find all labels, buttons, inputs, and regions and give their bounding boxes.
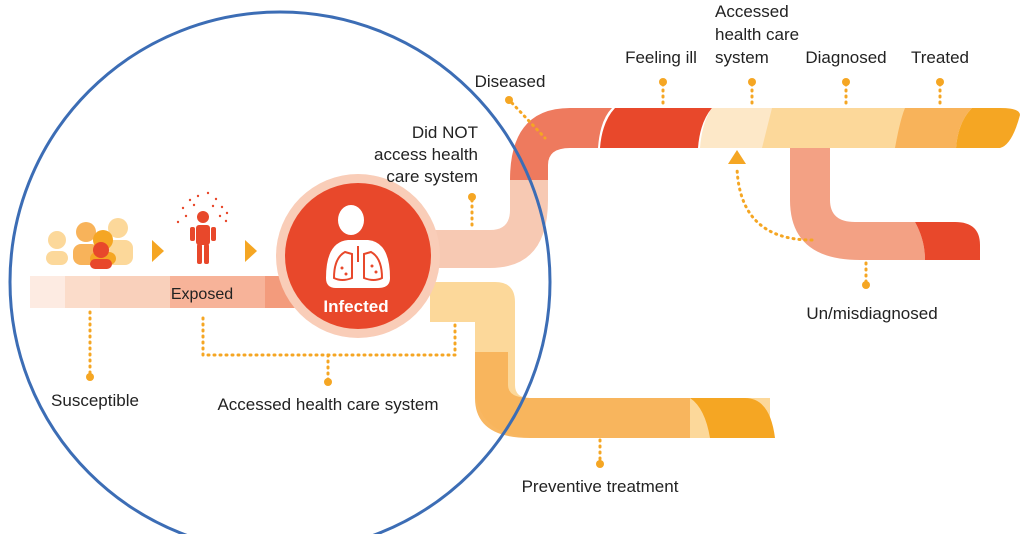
preventive-band-end [690,398,775,438]
band-seg-2 [65,276,100,308]
diagnosed-label: Diagnosed [805,48,886,67]
diseased-label: Diseased [475,72,546,91]
band-seg-3 [100,276,170,308]
treated-band [895,108,972,148]
infected-label: Infected [323,297,388,316]
diagnosed-dot [842,78,850,86]
misdiagnosed-band [790,148,925,260]
accessed-top-dot [748,78,756,86]
susceptible-dot [86,373,94,381]
did-not-access-label-1: Did NOT [412,123,478,142]
treated-band-end [956,108,1020,148]
arrow-up-icon [728,150,746,164]
arrow-right-icon [245,240,257,262]
arrow-right-icon [152,240,164,262]
lungs-icon [326,240,390,288]
misdiagnosed-band-end [915,222,980,260]
feeling-ill-label: Feeling ill [625,48,697,67]
accessed-bottom-label: Accessed health care system [217,395,438,414]
misdiagnosed-return-connector [735,166,814,242]
treated-dot [936,78,944,86]
feeling-ill-dot [659,78,667,86]
did-not-access-label-3: care system [386,167,478,186]
accessed-top-label-3: system [715,48,769,67]
feeling-ill-band [600,108,712,148]
preventive-band-lower [475,352,690,438]
did-not-access-dot [468,193,476,201]
exposed-label: Exposed [171,286,233,303]
exposed-person-icon [176,191,229,264]
accessed-bottom-dot [324,378,332,386]
accessed-top-label-1: Accessed [715,2,789,21]
people-group-icon [46,218,133,269]
misdiagnosed-dot [862,281,870,289]
band-seg-1 [30,276,65,308]
infection-scope-circle [8,10,552,534]
diseased-band [510,108,612,180]
diseased-connector [510,101,547,140]
did-not-access-band [420,160,548,268]
accessed-top-label-2: health care [715,25,799,44]
preventive-treatment-label: Preventive treatment [522,477,679,496]
did-not-access-label-2: access health [374,145,478,164]
diagnosed-band [762,108,905,148]
accessed-top-band [700,108,772,148]
misdiagnosed-label: Un/misdiagnosed [806,304,937,323]
band-seg-4 [170,276,265,308]
treated-label: Treated [911,48,969,67]
preventive-dot [596,460,604,468]
person-icon [338,205,364,235]
diseased-dot [505,96,513,104]
susceptible-label: Susceptible [51,391,139,410]
